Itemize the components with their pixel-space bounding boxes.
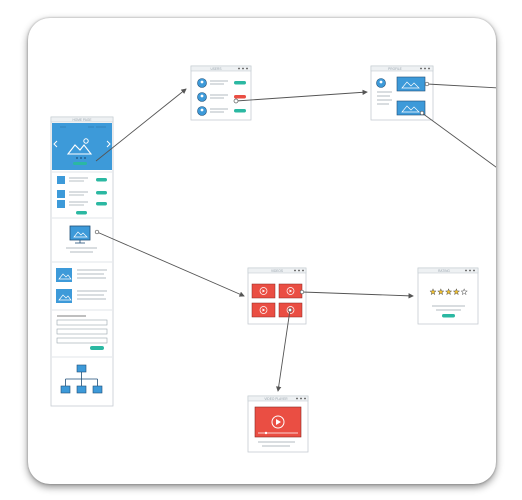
star-filled-icon <box>444 288 453 296</box>
sitemap-icon <box>60 364 103 394</box>
home-title: HOME PAGE <box>72 118 91 122</box>
users-title: USERS <box>211 67 222 71</box>
image-icon <box>66 138 93 155</box>
star-filled-icon <box>437 288 445 296</box>
connectors <box>95 83 496 392</box>
rating-title: RATING <box>438 269 450 273</box>
rating-submit-button <box>442 314 455 318</box>
play-icon <box>271 415 285 429</box>
chevron-left-icon <box>53 140 58 148</box>
arrow-home-to-users <box>95 88 187 162</box>
arrow-users-to-profile <box>235 89 368 102</box>
video-frame <box>254 406 302 438</box>
arrow-profile-offscreen-1 <box>426 83 496 89</box>
profile-image-2 <box>396 100 426 116</box>
arrow-videos-to-player <box>275 309 291 392</box>
star-rating <box>429 288 468 296</box>
star-filled-icon <box>452 288 461 296</box>
monitor-icon <box>69 225 91 244</box>
users-screen: USERS <box>190 65 252 121</box>
home-form <box>56 315 108 350</box>
player-title: VIDEO PLAYER <box>264 397 288 401</box>
star-filled-icon <box>429 288 437 296</box>
user-avatar-icon <box>197 78 207 116</box>
video-player-screen: VIDEO PLAYER <box>247 395 309 453</box>
home-list <box>57 176 107 215</box>
arrow-profile-offscreen-2 <box>421 112 496 171</box>
arrow-videos-to-rating <box>301 291 414 299</box>
profile-screen: PROFILE <box>370 65 434 121</box>
star-empty-icon <box>460 288 468 296</box>
videos-screen: VIDEOS <box>247 267 307 325</box>
home-screen: HOME PAGE <box>50 116 114 407</box>
arrow-home-to-videos <box>96 231 245 297</box>
videos-title: VIDEOS <box>271 269 283 273</box>
rating-screen: RATING <box>417 267 479 325</box>
profile-image <box>396 76 426 92</box>
chevron-right-icon <box>106 140 111 148</box>
profile-title: PROFILE <box>388 67 402 71</box>
home-image-blocks <box>56 268 107 303</box>
video-thumbnails <box>251 283 303 318</box>
profile-avatar-icon <box>376 78 386 88</box>
